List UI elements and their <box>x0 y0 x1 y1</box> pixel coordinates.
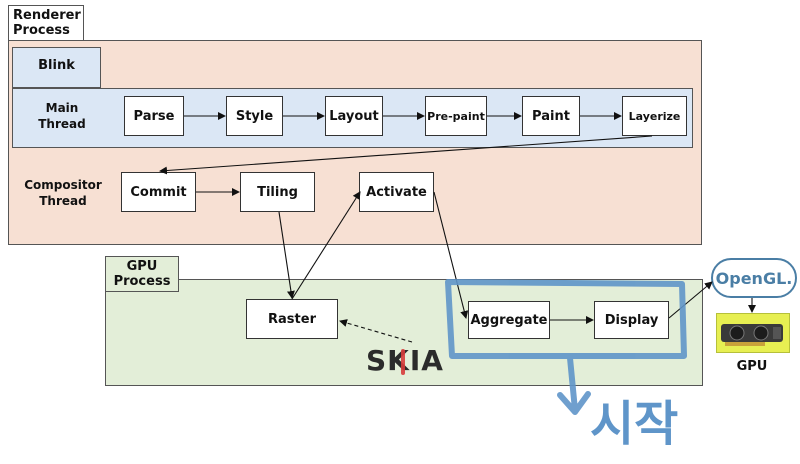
parse-stage: Parse <box>124 96 184 136</box>
graphics-card-image <box>716 313 790 353</box>
gpu-process-tab: GPU Process <box>105 256 179 292</box>
start-annotation: 시작 <box>590 396 679 452</box>
pre-paint-stage: Pre-paint <box>425 96 487 136</box>
arrow-skia-raster <box>339 319 413 343</box>
compositor-thread-label: Compositor Thread <box>24 178 102 208</box>
arrow-layerize-commit <box>159 135 653 175</box>
commit-stage: Commit <box>121 172 196 212</box>
aggregate-stage: Aggregate <box>468 301 550 339</box>
raster-stage: Raster <box>246 299 338 339</box>
layerize-stage: Layerize <box>622 96 687 136</box>
highlight-arrow <box>557 355 591 415</box>
display-stage: Display <box>594 301 669 339</box>
blink-label: Blink <box>38 58 75 73</box>
arrow-tiling-raster <box>278 211 295 299</box>
gpu-card-label: GPU <box>736 359 768 374</box>
tiling-stage: Tiling <box>240 172 315 212</box>
main-thread-label: Main Thread <box>38 101 86 131</box>
arrow-display-opengl <box>668 281 713 319</box>
blink-region <box>12 47 101 88</box>
paint-stage: Paint <box>522 96 580 136</box>
activate-stage: Activate <box>359 172 434 212</box>
layout-stage: Layout <box>325 96 383 136</box>
highlight-box <box>445 279 687 359</box>
arrow-raster-activate <box>291 191 361 300</box>
arrow-activate-aggregate <box>433 191 469 319</box>
opengl-label: OpenGL. <box>715 268 793 288</box>
opengl-logo: OpenGL. <box>711 258 797 298</box>
style-stage: Style <box>226 96 283 136</box>
renderer-process-tab: Renderer Process <box>8 5 84 41</box>
graphics-card-icon <box>721 324 783 346</box>
